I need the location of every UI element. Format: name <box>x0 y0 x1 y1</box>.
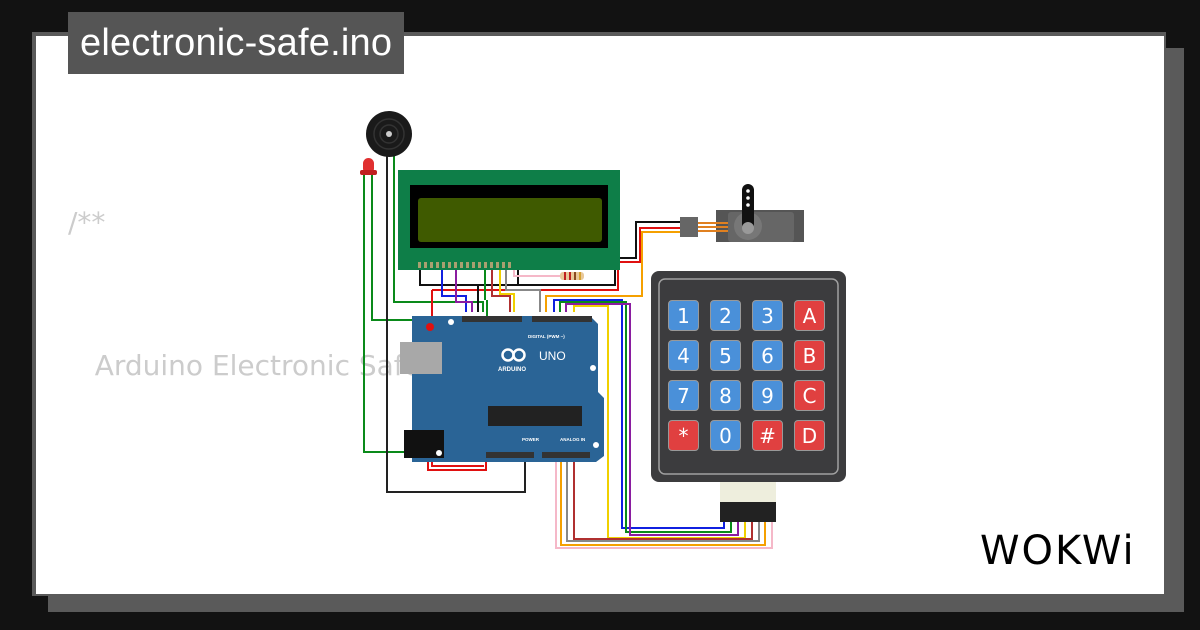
key-8[interactable]: 8 <box>710 380 741 411</box>
svg-text:POWER: POWER <box>522 437 540 442</box>
svg-text:UNO: UNO <box>539 349 566 363</box>
key-3[interactable]: 3 <box>752 300 783 331</box>
wire <box>455 268 473 312</box>
buzzer[interactable] <box>366 111 412 157</box>
wire <box>513 268 565 277</box>
key-5[interactable]: 5 <box>710 340 741 371</box>
wire <box>559 301 732 533</box>
svg-text:ANALOG IN: ANALOG IN <box>560 437 585 442</box>
code-line: /** <box>68 206 106 239</box>
wire <box>573 305 746 539</box>
wire <box>499 268 515 312</box>
key-hash[interactable]: # <box>752 420 783 451</box>
wire <box>386 155 526 493</box>
key-4[interactable]: 4 <box>668 340 699 371</box>
wire <box>560 458 766 546</box>
key-c[interactable]: C <box>794 380 825 411</box>
svg-text:DIGITAL (PWM ~): DIGITAL (PWM ~) <box>528 334 565 339</box>
key-9[interactable]: 9 <box>752 380 783 411</box>
red-led[interactable] <box>360 158 377 175</box>
wire <box>441 268 467 312</box>
key-6[interactable]: 6 <box>752 340 783 371</box>
wire <box>565 303 739 536</box>
wire <box>555 458 773 549</box>
key-0[interactable]: 0 <box>710 420 741 451</box>
svg-text:ARDUINO: ARDUINO <box>498 367 526 373</box>
wire <box>393 155 484 312</box>
key-a[interactable]: A <box>794 300 825 331</box>
wire <box>432 227 680 291</box>
wire <box>491 268 511 312</box>
wokwi-logo: WOKWi <box>980 528 1136 574</box>
project-card[interactable]: /** Arduino Electronic Safe Copyright (C… <box>36 36 1164 594</box>
circuit-diagram: UNO ARDUINO DIGITAL (PWM ~) POWER ANALOG… <box>360 111 846 549</box>
servo-motor[interactable] <box>680 184 804 242</box>
project-title: electronic-safe.ino <box>68 12 405 74</box>
arduino-uno[interactable]: UNO ARDUINO DIGITAL (PWM ~) POWER ANALOG… <box>400 316 604 462</box>
wire <box>566 458 760 542</box>
wire <box>419 268 479 312</box>
key-b[interactable]: B <box>794 340 825 371</box>
key-7[interactable]: 7 <box>668 380 699 411</box>
wire <box>553 299 725 529</box>
key-star[interactable]: * <box>668 420 699 451</box>
keypad-keys: 1 2 3 A 4 5 6 B 7 8 9 C * 0 # D <box>668 300 828 451</box>
lcd-display[interactable] <box>398 170 620 270</box>
key-d[interactable]: D <box>794 420 825 451</box>
wire <box>518 221 680 286</box>
wire <box>545 231 680 312</box>
wire <box>505 268 541 312</box>
key-2[interactable]: 2 <box>710 300 741 331</box>
resistor[interactable] <box>560 272 584 280</box>
key-1[interactable]: 1 <box>668 300 699 331</box>
wire <box>573 458 753 540</box>
